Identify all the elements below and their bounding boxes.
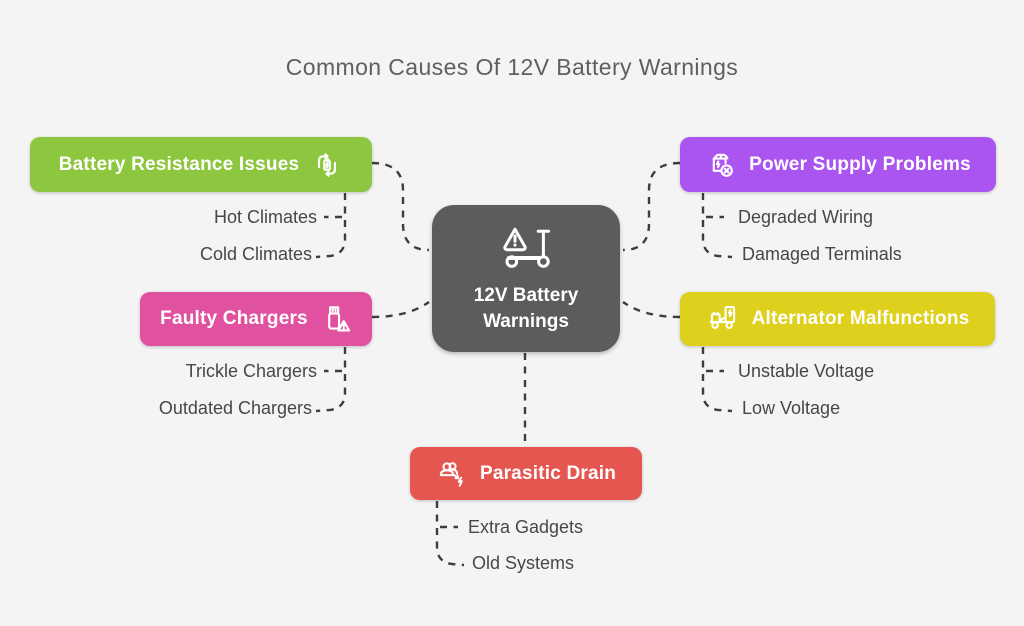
leaf-unstable-voltage: Unstable Voltage: [738, 361, 875, 381]
connector-center-alternator: [622, 301, 681, 319]
branch-alternator-malfunctions: Alternator Malfunctions: [680, 292, 995, 346]
leaf-damaged-terminals: Damaged Terminals: [742, 244, 902, 264]
scooter-warning-icon: [493, 222, 559, 277]
leaf-trickle-chargers: Trickle Chargers: [185, 361, 317, 381]
branch-label: Power Supply Problems: [749, 153, 971, 175]
connector-center-faulty-chargers: [371, 301, 430, 319]
leaf-extra-gadgets: Extra Gadgets: [468, 517, 584, 537]
leaf-degraded-wiring: Degraded Wiring: [738, 207, 874, 227]
branch-label: Parasitic Drain: [479, 462, 617, 484]
branch-battery-resistance-issues: Battery Resistance Issues: [30, 137, 372, 192]
center-node-label: 12V Battery Warnings: [473, 285, 579, 332]
center-node-12v-battery-warnings: 12V Battery Warnings: [432, 205, 620, 352]
leaf-outdated-chargers: Outdated Chargers: [158, 398, 312, 418]
leaf-low-voltage: Low Voltage: [742, 398, 841, 418]
diagram-title: Common Causes Of 12V Battery Warnings: [285, 54, 739, 80]
branch-label: Faulty Chargers: [160, 308, 308, 329]
vehicle-battery-icon: [706, 302, 740, 336]
power-supply-error-icon: [705, 149, 737, 181]
connector-alternator-children: [701, 347, 733, 413]
connector-center-battery-resistance: [371, 161, 430, 252]
leaf-hot-climates: Hot Climates: [213, 207, 317, 227]
connector-center-power-supply: [622, 161, 681, 252]
branch-label: Alternator Malfunctions: [751, 308, 970, 329]
connector-faulty-chargers-children: [315, 347, 347, 413]
branch-power-supply-problems: Power Supply Problems: [680, 137, 996, 192]
battery-recycle-icon: [311, 149, 343, 181]
branch-parasitic-drain: Parasitic Drain: [410, 447, 642, 500]
branch-label: Battery Resistance Issues: [58, 153, 300, 175]
leaf-cold-climates: Cold Climates: [199, 244, 312, 264]
connector-parasitic-drain-children: [435, 501, 465, 567]
branch-faulty-chargers: Faulty Chargers: [140, 292, 372, 346]
connector-power-supply-children: [701, 193, 733, 259]
people-bolt-icon: [436, 458, 468, 490]
usb-warning-icon: [320, 303, 352, 335]
leaf-old-systems: Old Systems: [472, 553, 575, 573]
connector-battery-resistance-children: [315, 193, 347, 259]
